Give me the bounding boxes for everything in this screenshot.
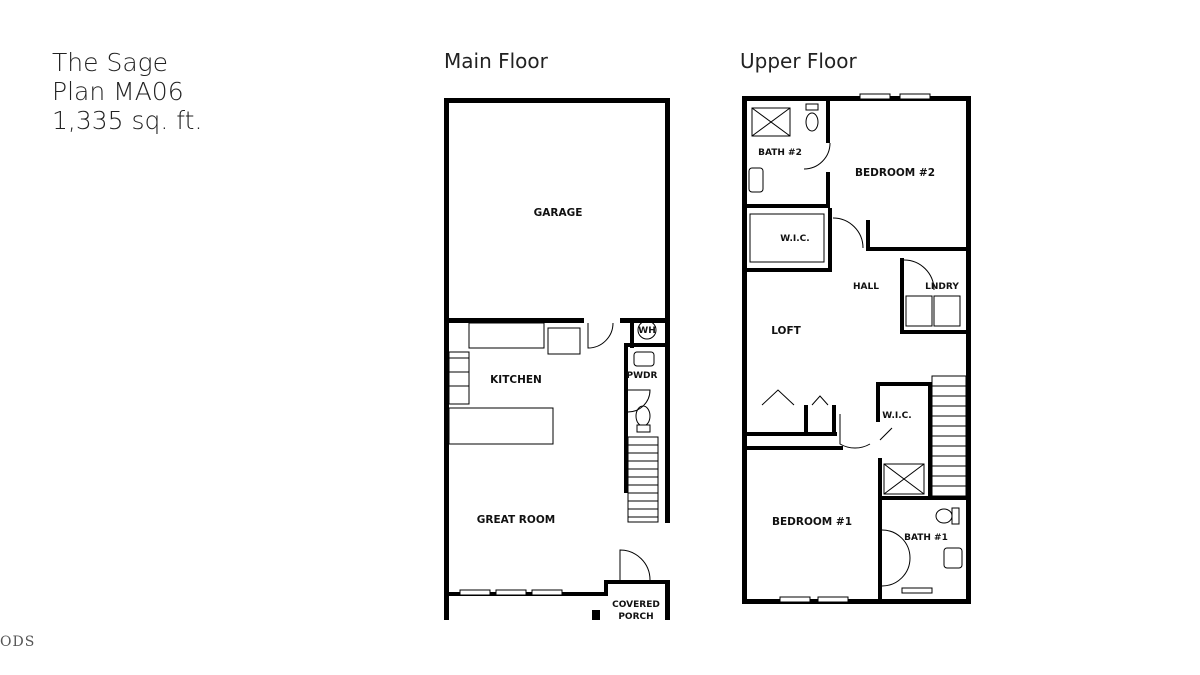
toilet-icon [805, 112, 819, 132]
main-top-wall [444, 98, 670, 103]
bedroom1-top-wall [747, 446, 843, 450]
closet-door-swing [811, 395, 829, 406]
porch-label-line1: COVERED [612, 600, 660, 610]
window [779, 596, 811, 603]
bedroom2-bottom-wall [866, 247, 971, 251]
bath2-bottom-wall [742, 204, 830, 208]
window [817, 596, 849, 603]
sink-icon [633, 351, 655, 367]
water-heater-icon [637, 320, 657, 340]
plan-area: 1,335 sq. ft. [52, 106, 203, 135]
closet-door-swing [761, 389, 795, 406]
upper-top-wall [742, 96, 971, 101]
loft-closet-wall [747, 432, 837, 436]
plan-name: The Sage [52, 48, 169, 77]
main-floor-title: Main Floor [444, 49, 548, 73]
sink-icon [748, 167, 764, 193]
main-left-wall [444, 98, 449, 620]
wh-wall [630, 318, 634, 348]
great-room-label: GREAT ROOM [477, 514, 555, 526]
bedroom2-door-swing [832, 217, 864, 249]
loft-label: LOFT [771, 325, 801, 337]
wic-upper-right-wall [828, 208, 832, 272]
toilet-tank [951, 507, 960, 525]
window [901, 587, 933, 594]
bath2-right-wall-lower [826, 172, 830, 206]
hall-label: HALL [853, 282, 879, 292]
laundry-label: LNDRY [925, 282, 959, 292]
kitchen-label: KITCHEN [490, 374, 542, 386]
wic-shelf [749, 213, 825, 263]
stairs-upper [931, 375, 967, 497]
toilet-tank [805, 103, 819, 111]
plan-info: The Sage Plan MA06 1,335 sq. ft. [52, 48, 202, 135]
main-floor-plan: GARAGE KITCHEN GREAT ROOM PWDR WH COVERE… [444, 98, 670, 622]
wic-lower-label: W.I.C. [882, 411, 911, 421]
loft-closet-divider-2 [832, 405, 836, 435]
water-heater-label: WH [638, 326, 655, 336]
window [859, 93, 891, 100]
pwdr-left-wall [624, 343, 628, 493]
upper-left-wall [742, 96, 747, 604]
plan-code: Plan MA06 [52, 77, 184, 106]
front-door-swing [619, 549, 651, 581]
main-right-wall-lower [665, 580, 670, 620]
wic-lower-left-wall [876, 382, 880, 422]
window [495, 589, 527, 596]
bedroom2-label: BEDROOM #2 [855, 167, 935, 179]
window [459, 589, 491, 596]
porch-post [592, 610, 600, 620]
shower-icon [883, 463, 925, 495]
toilet-icon [935, 508, 953, 524]
porch-wall [604, 580, 608, 596]
bedroom1-door-swing [839, 414, 871, 449]
garage-wall [444, 318, 584, 323]
bedroom2-left-wall [866, 220, 870, 251]
wic-upper-label: W.I.C. [780, 234, 809, 244]
bath2-door-swing [803, 142, 831, 170]
bath1-door-swing [881, 529, 911, 587]
kitchen-counters [448, 322, 581, 445]
pwdr-door-swing [627, 389, 651, 413]
upper-floor-plan: BATH #2 BEDROOM #2 W.I.C. HALL LNDRY LOF… [742, 93, 971, 604]
window [531, 589, 563, 596]
shower-icon [751, 107, 791, 137]
pwdr-top-wall [624, 343, 670, 347]
window [899, 93, 931, 100]
garage-label: GARAGE [534, 207, 583, 219]
stairs [627, 436, 659, 523]
laundry-left-wall [900, 258, 904, 334]
porch-label-line2: PORCH [618, 612, 653, 622]
upper-floor-title: Upper Floor [740, 49, 857, 73]
powder-label: PWDR [627, 371, 658, 381]
upper-bottom-wall [742, 599, 971, 604]
watermark: ODS [0, 634, 36, 650]
bath2-right-wall [826, 101, 830, 143]
wic-door [879, 427, 893, 441]
wic-upper-bottom-wall [742, 268, 832, 272]
bath1-top-wall [878, 496, 971, 500]
main-right-wall-upper [665, 98, 670, 523]
porch-top-wall [604, 580, 670, 584]
laundry-door-swing [903, 259, 935, 291]
loft-closet-divider [804, 405, 808, 435]
bath2-label: BATH #2 [758, 148, 802, 158]
dryer-icon [933, 295, 961, 327]
garage-wall-right [620, 318, 670, 323]
wic-lower-top-wall [876, 382, 932, 386]
wic-lower-right-wall [928, 382, 932, 498]
bedroom1-label: BEDROOM #1 [772, 516, 852, 528]
laundry-bottom-wall [900, 330, 971, 334]
upper-right-wall [966, 96, 971, 604]
bath1-label: BATH #1 [904, 533, 948, 543]
garage-door-swing [587, 322, 614, 349]
washer-icon [905, 295, 933, 327]
sink-icon [943, 547, 963, 569]
toilet-tank [636, 424, 651, 433]
toilet-icon [635, 405, 651, 427]
bath1-left-wall [878, 458, 882, 604]
